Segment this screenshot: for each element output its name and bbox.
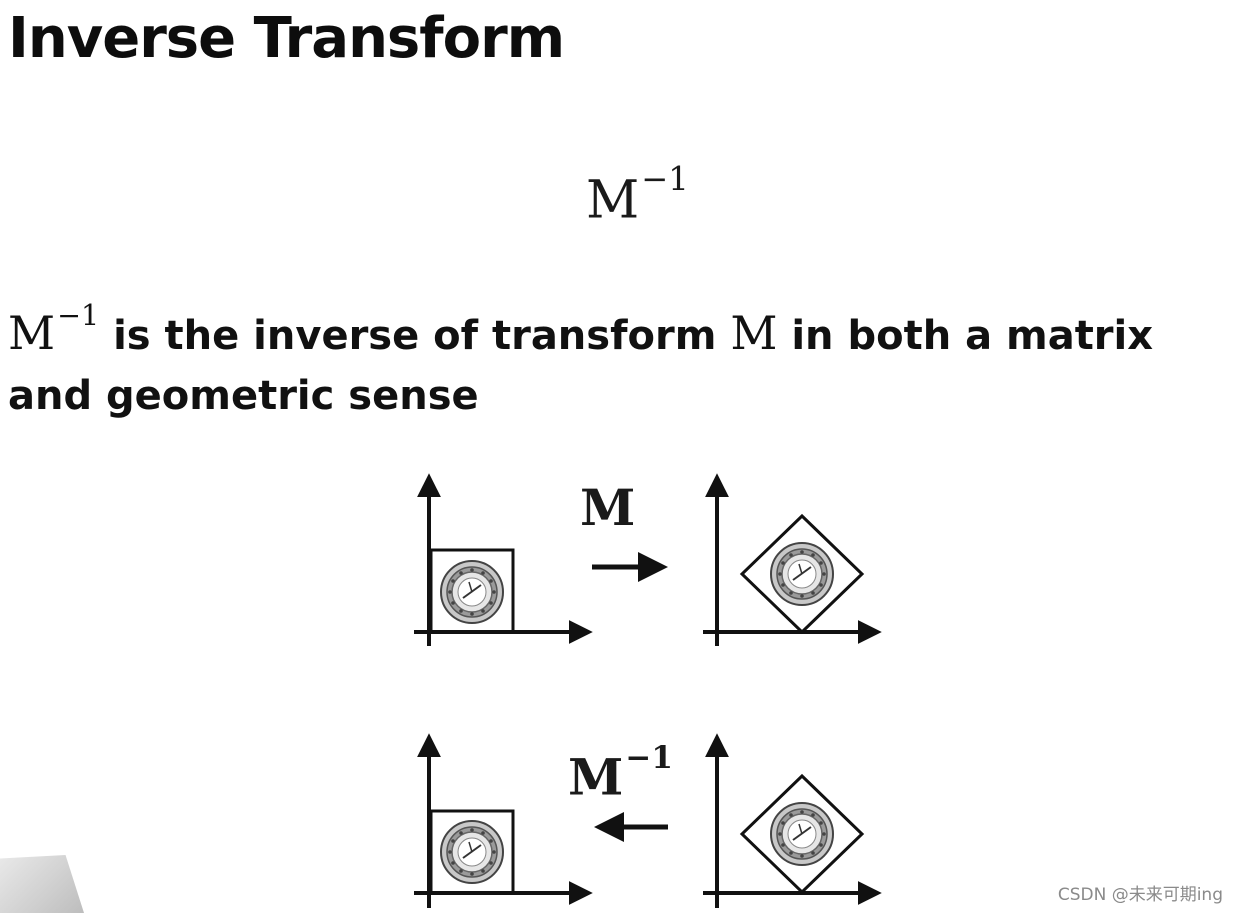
clock-icon	[771, 543, 833, 605]
clock-icon	[441, 561, 503, 623]
bottom-left-axes	[414, 738, 588, 908]
watermark-text: CSDN @未来可期ing	[1058, 880, 1223, 905]
inverse-label-exponent: −1	[625, 740, 673, 776]
clock-icon	[441, 821, 503, 883]
bottom-right-axes	[703, 738, 877, 908]
top-right-axes	[703, 478, 877, 646]
forward-transform-label: M	[580, 478, 635, 537]
inverse-transform-label: M−1	[568, 740, 673, 806]
inverse-label-base: M	[568, 747, 623, 806]
top-left-axes	[414, 478, 588, 646]
clock-icon	[771, 803, 833, 865]
